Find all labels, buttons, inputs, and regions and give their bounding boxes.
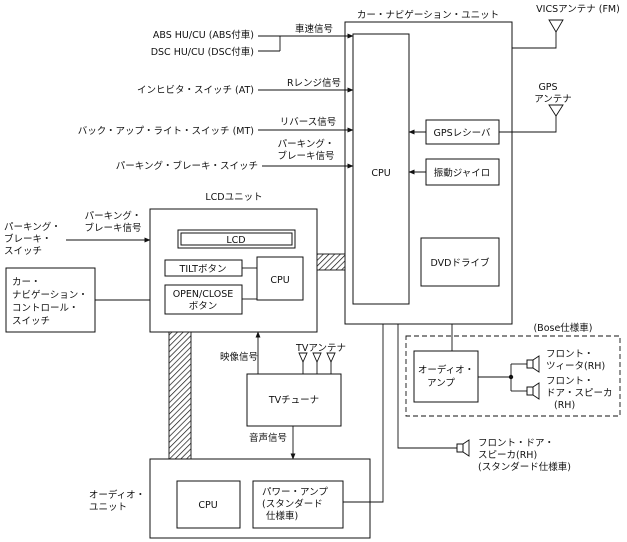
door-speaker-label-1: フロント・ [546, 376, 594, 387]
lcd-nav-harness [316, 253, 346, 271]
bose-amp-label-2: アンプ [427, 378, 455, 389]
parking-signal-label-1: パーキング・ [278, 138, 335, 150]
door-speaker-label-3: (RH) [554, 400, 575, 411]
dvd-drive-box [420, 237, 500, 287]
lcd-display-label: LCD [226, 235, 245, 246]
audio-cpu-box [176, 480, 241, 529]
remote-switch-3: コントロール・ [12, 303, 79, 314]
power-amp-to-nav [343, 324, 384, 503]
standard-speaker-icon [456, 439, 470, 457]
tv-antenna-icon-2 [312, 352, 322, 364]
gps-antenna-label-1: GPS [538, 82, 557, 93]
tweeter-label-1: フロント・ [546, 349, 594, 360]
gyro-label: 振動ジャイロ [434, 167, 491, 179]
audio-unit-title-2: ユニット [89, 502, 127, 513]
remote-switch-box [5, 267, 96, 333]
bose-amp-box [413, 350, 479, 403]
lcd-parking-signal-1: パーキング・ [85, 210, 142, 222]
lcd-parking-switch-1: パーキング・ [4, 221, 61, 233]
tweeter-speaker-icon [526, 355, 540, 373]
backup-switch-label: バック・アップ・ライト・スイッチ (MT) [78, 126, 254, 137]
nav-cpu-label: CPU [371, 168, 390, 179]
openclose-label-1: OPEN/CLOSE [173, 289, 234, 300]
tv-antenna-icon-1 [298, 352, 308, 364]
vics-antenna-icon [548, 19, 564, 33]
lcd-audio-harness [168, 331, 192, 460]
tv-tuner-box [246, 373, 342, 427]
nav-cpu-box [352, 33, 410, 305]
openclose-label-2: ボタン [189, 301, 218, 312]
power-amp-label-1: パワー・アンプ [262, 487, 328, 498]
gps-antenna-label-2: アンテナ [534, 94, 572, 105]
parking-switch-label: パーキング・ブレーキ・スイッチ [116, 160, 258, 172]
lcd-unit-title: LCDユニット [205, 192, 262, 203]
tv-antenna-label: TVアンテナ [295, 343, 346, 354]
nav-unit-title: カー・ナビゲーション・ユニット [357, 9, 499, 21]
tv-tuner-label: TVチューナ [268, 395, 319, 406]
audio-signal-label: 音声信号 [249, 432, 287, 444]
abs-label: ABS HU/CU (ABS付車) [153, 29, 254, 41]
lcd-parking-switch-2: ブレーキ・ [4, 233, 52, 245]
video-signal-label: 映像信号 [220, 351, 258, 363]
reverse-signal-label: リバース信号 [280, 116, 337, 128]
gps-receiver-label: GPSレシーバ [433, 128, 491, 139]
bose-amp-label-1: オーディオ・ [418, 364, 474, 376]
lcd-parking-signal-2: ブレーキ信号 [84, 222, 141, 234]
power-amp-box [252, 480, 344, 529]
inhibitor-label: インヒビタ・スイッチ (AT) [137, 85, 254, 96]
gps-antenna-icon [548, 104, 564, 117]
dsc-label: DSC HU/CU (DSC付車) [151, 46, 254, 58]
r-range-label: Rレンジ信号 [287, 77, 341, 89]
standard-speaker-label-1: フロント・ドア・ [478, 438, 554, 449]
door-speaker-label-2: ドア・スピーカ [546, 388, 613, 399]
dvd-drive-label: DVDドライブ [431, 257, 490, 269]
speed-signal-label: 車速信号 [295, 23, 333, 35]
openclose-button-box [164, 284, 243, 315]
vics-antenna-line [512, 32, 557, 49]
standard-speaker-label-3: (スタンダード仕様車) [478, 461, 571, 473]
remote-switch-4: スイッチ [12, 316, 50, 327]
door-speaker-icon [526, 382, 540, 400]
vics-antenna-label: VICSアンテナ (FM) [536, 4, 620, 15]
tweeter-label-2: ツィータ(RH) [546, 361, 605, 372]
gps-receiver-box [425, 119, 500, 145]
parking-signal-label-2: ブレーキ信号 [277, 150, 334, 162]
lcd-display-inner [180, 232, 293, 246]
standard-speaker-line [397, 324, 457, 449]
audio-unit-title-1: オーディオ・ [89, 489, 145, 501]
tv-antenna-icon-3 [326, 352, 336, 364]
gyro-box [425, 158, 500, 186]
remote-switch-1: カー・ [12, 277, 41, 288]
bose-section [405, 335, 621, 417]
lcd-cpu-label: CPU [270, 275, 289, 286]
tilt-button-label: TILTボタン [179, 264, 227, 275]
gps-antenna-line [499, 116, 557, 133]
power-amp-label-3: 仕様車) [266, 510, 298, 522]
audio-cpu-label: CPU [198, 500, 217, 511]
bose-title: (Bose仕様車) [533, 322, 592, 334]
lcd-cpu-box [256, 256, 304, 301]
standard-speaker-label-2: スピーカ(RH) [478, 450, 537, 461]
remote-switch-2: ナビゲーション・ [12, 289, 88, 301]
power-amp-label-2: (スタンダード [262, 498, 323, 510]
lcd-parking-switch-3: スイッチ [4, 246, 42, 257]
